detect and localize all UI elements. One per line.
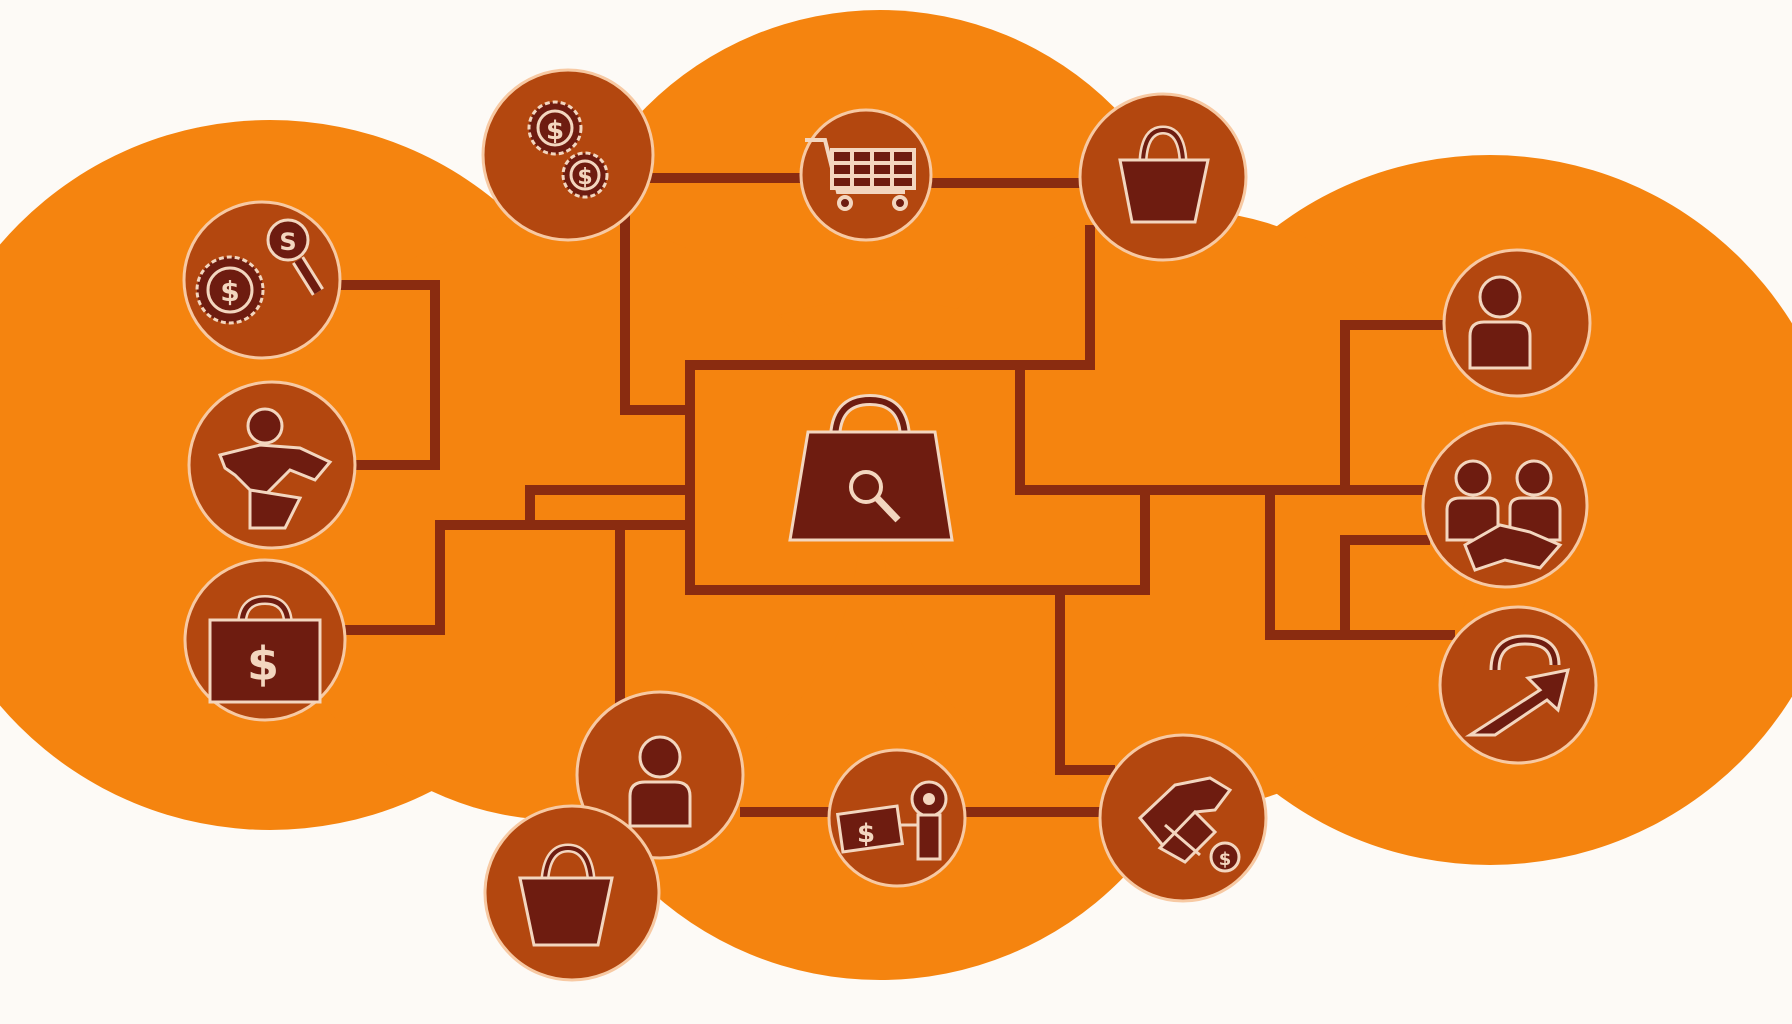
- svg-text:$: $: [857, 819, 875, 849]
- coin-search-icon: $ S: [195, 218, 324, 325]
- svg-text:S: S: [279, 228, 296, 256]
- svg-text:$: $: [577, 165, 592, 190]
- user-icon: [628, 735, 692, 828]
- svg-text:$: $: [1219, 849, 1232, 870]
- connector-left-nodes: [335, 280, 440, 470]
- coins-icon: $ $: [527, 100, 609, 199]
- users-handshake-icon: [1445, 459, 1563, 572]
- node-coins: [481, 68, 655, 242]
- shopping-bag-search-icon: [788, 393, 954, 542]
- cloud-lobe-mid-right: [880, 210, 1480, 810]
- connector-right-bus: [1265, 485, 1455, 640]
- connector-hub-handshake: [1055, 585, 1115, 775]
- svg-text:$: $: [546, 116, 564, 146]
- node-return: [1438, 605, 1598, 765]
- connector-coins-hub: [620, 210, 695, 415]
- connector-left-hub: [335, 485, 695, 635]
- connector-basket-hub: [1015, 225, 1095, 370]
- shopping-cart-icon: [805, 138, 916, 211]
- user-icon: [1468, 275, 1532, 370]
- money-key-icon: $: [835, 780, 948, 861]
- basket-icon: [518, 843, 614, 947]
- svg-text:$: $: [247, 637, 279, 691]
- svg-text:$: $: [220, 275, 239, 308]
- handshake-coin-icon: $: [1137, 776, 1241, 873]
- return-arrow-icon: [1464, 634, 1571, 737]
- basket-icon: [1118, 125, 1210, 224]
- dollar-bag-icon: $: [208, 594, 322, 704]
- connector-right-top: [1340, 320, 1450, 495]
- handshake-person-icon: [217, 407, 333, 530]
- connectors: [335, 173, 1455, 817]
